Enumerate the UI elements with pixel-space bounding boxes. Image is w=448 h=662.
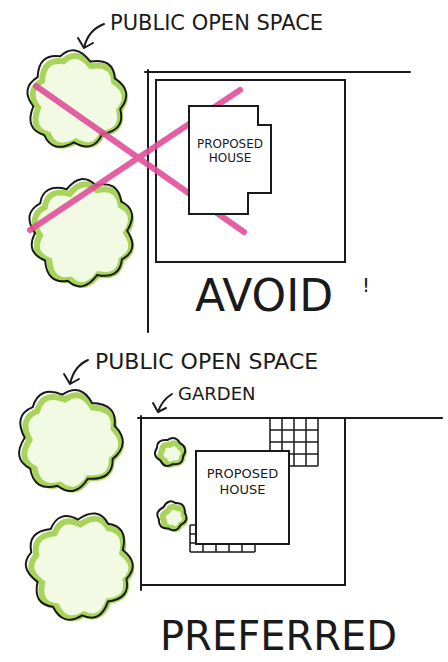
- tree-outline: [19, 390, 123, 491]
- text-group: PROPOSED HOUSE: [195, 450, 290, 497]
- tree-symbol: [155, 438, 185, 466]
- tree-symbol: [157, 501, 186, 530]
- house-label: PROPOSED HOUSE: [193, 137, 267, 166]
- tree-foliage: [31, 519, 131, 619]
- lot-boundary: [141, 418, 345, 585]
- text-group: PROPOSED HOUSE: [188, 105, 272, 166]
- tree-symbol: [19, 390, 123, 491]
- tree-symbol: [27, 50, 126, 146]
- paving-grid: [190, 418, 318, 552]
- tree-outline: [26, 513, 133, 619]
- tree-foliage: [163, 507, 185, 529]
- verdict-heading: AVOID: [195, 272, 333, 320]
- tree-outline: [157, 501, 186, 530]
- lot-lines: [138, 70, 442, 590]
- house-footprint: PROPOSED HOUSE: [195, 450, 290, 545]
- tree-symbol: [26, 513, 133, 619]
- house-outline: [195, 450, 290, 545]
- site-label: !: [362, 274, 370, 296]
- tree-foliage: [160, 443, 183, 465]
- lot-line: [140, 416, 142, 590]
- tree-outline: [27, 50, 126, 146]
- lot-line: [147, 70, 149, 332]
- pointer-arrow: [153, 394, 172, 412]
- lot-line: [145, 71, 410, 73]
- site-label: PUBLIC OPEN SPACE: [110, 12, 323, 35]
- tree-foliage: [35, 184, 132, 285]
- pointer-arrow: [64, 360, 88, 384]
- lot-line: [138, 417, 442, 419]
- lot-boundary: [156, 80, 345, 262]
- site-label: GARDEN: [178, 384, 255, 404]
- house-outline: [196, 451, 289, 544]
- verdict-heading: PREFERRED: [160, 614, 397, 658]
- house-label: PROPOSED HOUSE: [200, 466, 285, 497]
- site-label: PUBLIC OPEN SPACE: [95, 350, 318, 374]
- tree-outline: [155, 438, 185, 466]
- house-footprint: PROPOSED HOUSE: [188, 105, 272, 215]
- pointer-arrow: [78, 24, 104, 48]
- house-outline: [189, 106, 271, 214]
